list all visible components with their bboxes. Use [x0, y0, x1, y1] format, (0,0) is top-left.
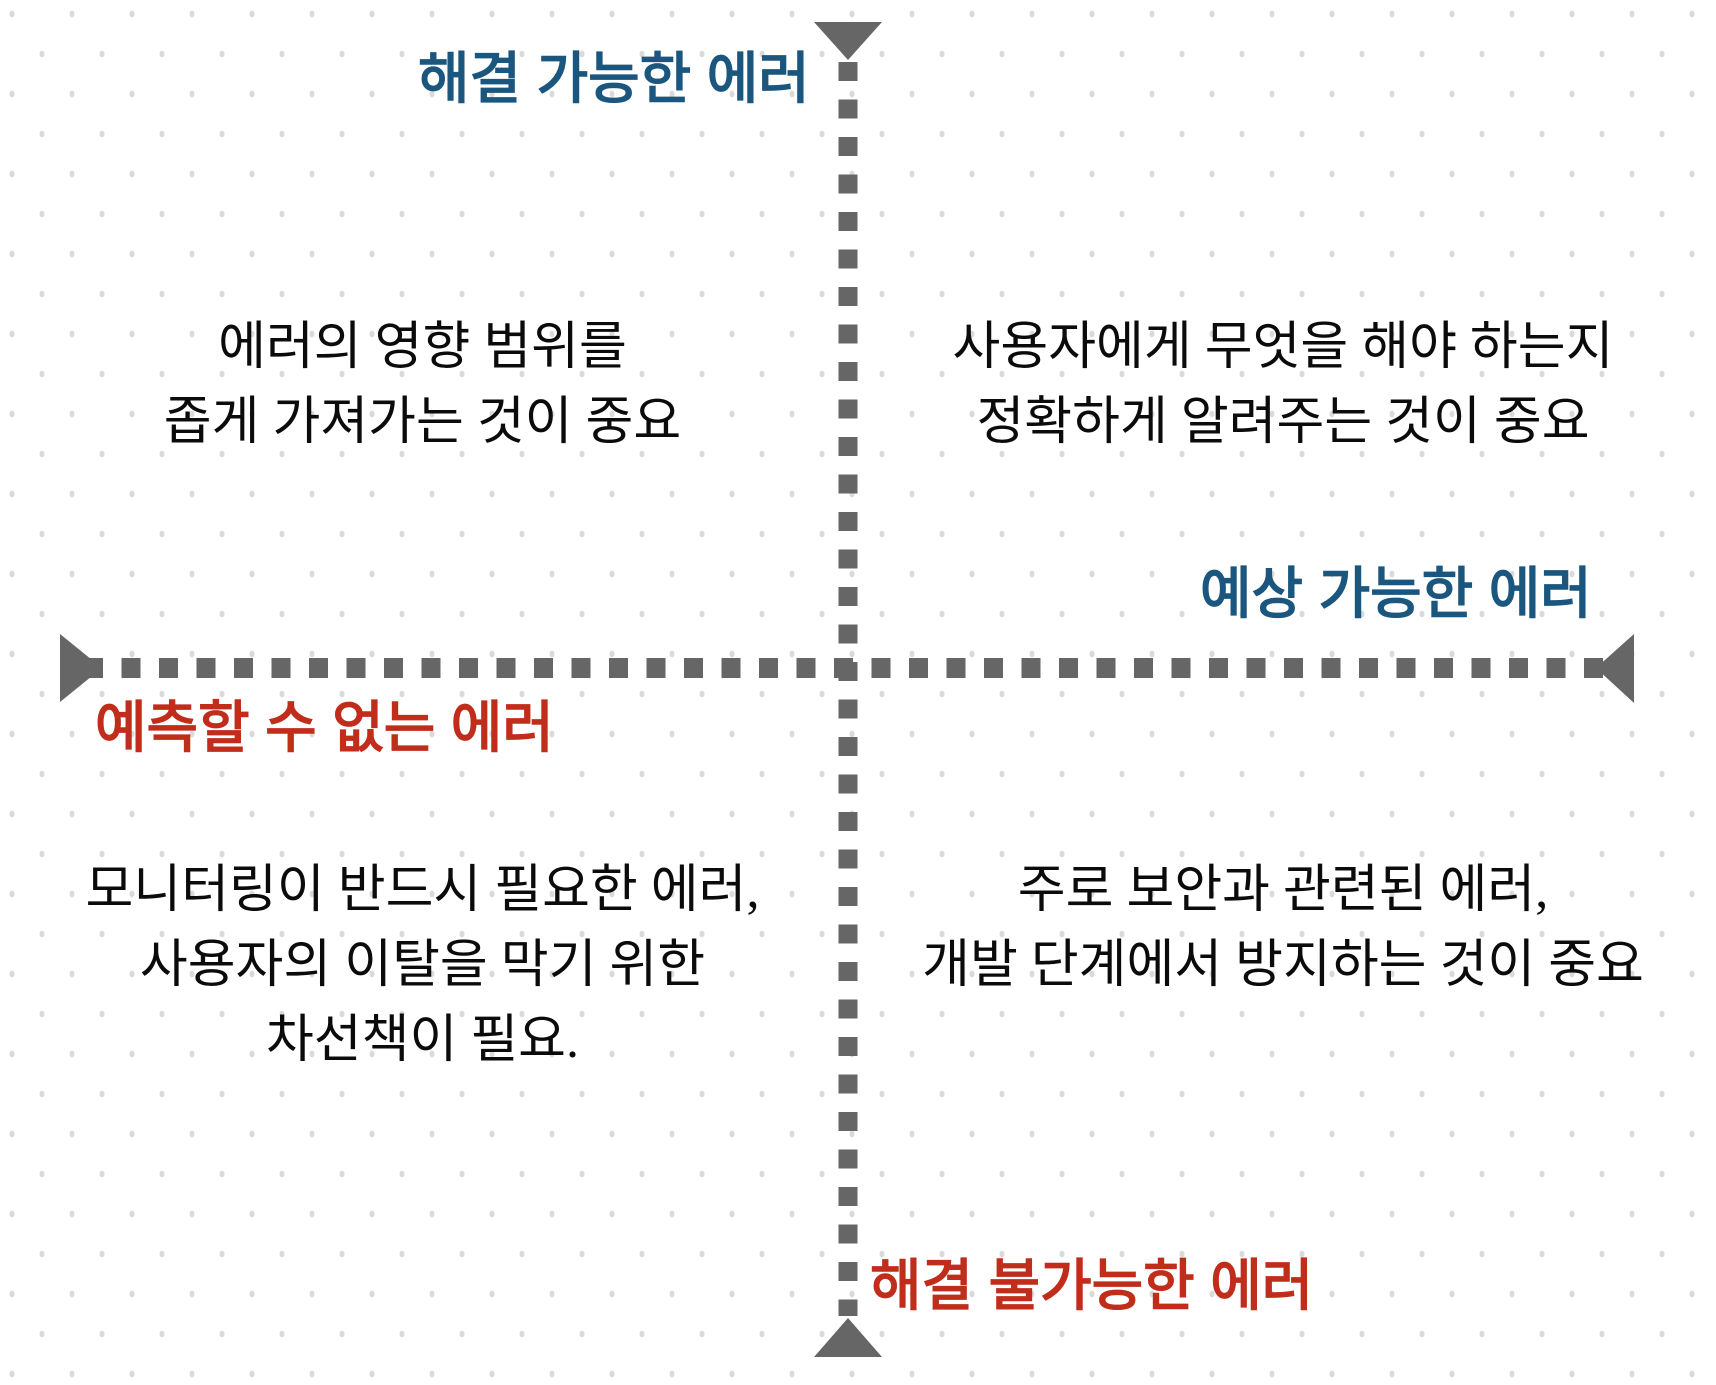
quadrant-bottom-left-text: 모니터링이 반드시 필요한 에러, 사용자의 이탈을 막기 위한 차선책이 필요… — [0, 853, 845, 1078]
axis-label-solvable-error: 해결 가능한 에러 — [418, 47, 810, 110]
text-line: 차선책이 필요. — [265, 1012, 580, 1069]
axis-label-predictable-error: 예상 가능한 에러 — [1200, 562, 1592, 625]
axis-label-unsolvable-error: 해결 불가능한 에러 — [870, 1254, 1314, 1317]
quadrant-bottom-right-text: 주로 보안과 관련된 에러, 개발 단계에서 방지하는 것이 중요 — [850, 853, 1716, 1003]
quadrant-top-left-text: 에러의 영향 범위를 좁게 가져가는 것이 중요 — [0, 310, 845, 460]
text-line: 정확하게 알려주는 것이 중요 — [976, 394, 1590, 451]
axis-arrow-right-icon — [1596, 634, 1634, 703]
text-line: 주로 보안과 관련된 에러, — [1017, 862, 1549, 919]
quadrant-top-right-text: 사용자에게 무엇을 해야 하는지 정확하게 알려주는 것이 중요 — [850, 310, 1716, 460]
text-line: 개발 단계에서 방지하는 것이 중요 — [922, 937, 1644, 994]
text-line: 좁게 가져가는 것이 중요 — [163, 394, 682, 451]
axis-arrow-bottom-icon — [814, 1318, 882, 1357]
axis-arrow-top-icon — [814, 22, 882, 60]
text-line: 모니터링이 반드시 필요한 에러, — [85, 862, 760, 919]
text-line: 에러의 영향 범위를 — [218, 319, 627, 376]
axis-arrow-left-icon — [60, 634, 102, 702]
text-line: 사용자에게 무엇을 해야 하는지 — [952, 319, 1614, 376]
text-line: 사용자의 이탈을 막기 위한 — [139, 937, 706, 994]
axis-label-unpredictable-error: 예측할 수 없는 에러 — [95, 696, 554, 759]
